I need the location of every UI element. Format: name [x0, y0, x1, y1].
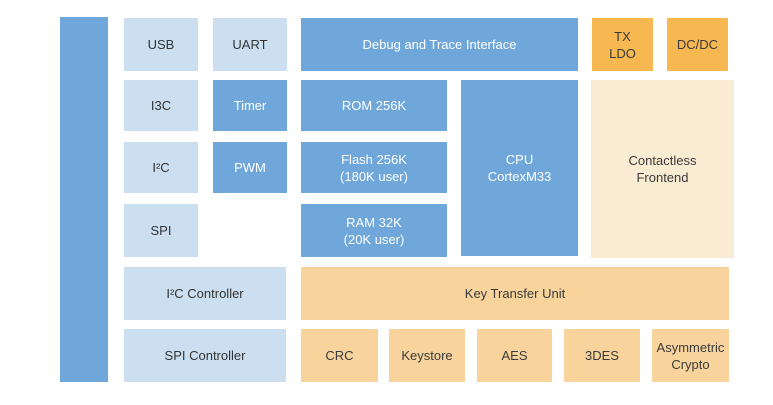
- block-rom: ROM 256K: [301, 80, 447, 131]
- block-cpu-cortexm33: CPU CortexM33: [461, 80, 578, 256]
- block-ram: RAM 32K (20K user): [301, 204, 447, 257]
- block-uart: UART: [213, 18, 287, 71]
- block-pwm: PWM: [213, 142, 287, 193]
- block-aes: AES: [477, 329, 552, 382]
- block-dcdc: DC/DC: [667, 18, 728, 71]
- block-debug-trace-interface: Debug and Trace Interface: [301, 18, 578, 71]
- block-i3c: I3C: [124, 80, 198, 131]
- block-tx-ldo: TX LDO: [592, 18, 653, 71]
- block-keystore: Keystore: [389, 329, 465, 382]
- block-3des: 3DES: [564, 329, 640, 382]
- bus-bar-block: [60, 17, 108, 382]
- block-spi-controller: SPI Controller: [124, 329, 286, 382]
- block-key-transfer-unit: Key Transfer Unit: [301, 267, 729, 320]
- block-crc: CRC: [301, 329, 378, 382]
- block-asymmetric-crypto: Asymmetric Crypto: [652, 329, 729, 382]
- block-i2c: I²C: [124, 142, 198, 193]
- block-spi: SPI: [124, 204, 198, 257]
- block-timer: Timer: [213, 80, 287, 131]
- block-flash: Flash 256K (180K user): [301, 142, 447, 193]
- block-contactless-frontend: Contactless Frontend: [591, 80, 734, 258]
- block-usb: USB: [124, 18, 198, 71]
- block-i2c-controller: I²C Controller: [124, 267, 286, 320]
